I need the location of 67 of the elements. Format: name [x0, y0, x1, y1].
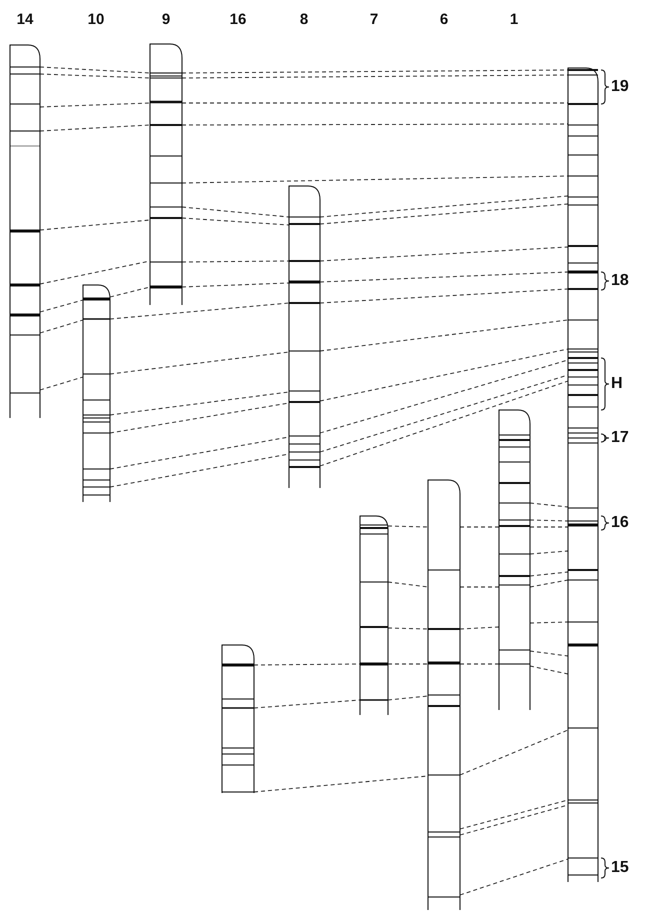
correlation-line [40, 220, 150, 230]
correlation-line [320, 204, 568, 224]
region-label: 16 [611, 514, 629, 532]
correlation-line [320, 348, 568, 402]
correlation-line [530, 526, 568, 528]
correlation-line [40, 376, 84, 390]
column-number: 6 [440, 11, 448, 29]
correlation-line [388, 696, 428, 700]
correlation-line [40, 320, 84, 334]
correlation-line [110, 402, 290, 434]
correlation-line [40, 124, 150, 132]
correlation-line [388, 582, 428, 588]
correlation-line [110, 392, 290, 416]
correlation-line [40, 300, 84, 312]
column-number: 1 [510, 11, 518, 29]
correlation-line [182, 70, 568, 74]
correlation-line [182, 124, 568, 126]
correlation-line [460, 526, 500, 528]
correlation-line [530, 622, 568, 624]
correlation-line [182, 74, 568, 78]
correlation-line [320, 246, 568, 262]
correlation-line [388, 526, 428, 528]
correlation-line [182, 260, 290, 262]
correlation-line [110, 286, 150, 298]
correlation-line [460, 730, 568, 776]
correlation-line [530, 666, 568, 674]
region-label: H [611, 375, 623, 393]
correlation-line [40, 102, 150, 108]
correlation-line [254, 700, 360, 708]
region-label: 18 [611, 272, 629, 290]
correlation-line [530, 580, 568, 588]
correlation-line [40, 66, 150, 74]
correlation-line [254, 776, 428, 792]
correlation-line [320, 320, 568, 352]
correlation-line [530, 520, 568, 522]
correlation-line [40, 74, 150, 78]
region-label: 19 [611, 78, 629, 96]
column-number: 10 [88, 11, 104, 29]
correlation-line [460, 858, 568, 896]
correlation-line [530, 550, 568, 554]
correlation-line [182, 206, 290, 218]
correlation-line [530, 502, 568, 508]
correlation-line [320, 272, 568, 282]
column-number: 14 [16, 11, 34, 29]
correlation-line [182, 218, 290, 226]
correlation-line [530, 572, 568, 576]
correlation-line [320, 196, 568, 218]
correlation-line [460, 800, 568, 830]
correlation-line [110, 352, 290, 374]
column-number: 16 [230, 11, 246, 29]
column-number: 7 [370, 11, 378, 29]
correlation-line [530, 650, 568, 656]
correlation-line [320, 380, 568, 466]
correlation-line [388, 628, 428, 630]
correlation-line [182, 102, 568, 104]
region-label: 17 [611, 429, 629, 447]
region-label: 15 [611, 859, 629, 877]
column-number: 8 [300, 11, 308, 29]
correlation-line [320, 288, 568, 304]
correlation-line [182, 282, 290, 288]
correlation-line [182, 176, 568, 184]
correlation-line [320, 360, 568, 434]
column-number: 9 [162, 11, 170, 29]
correlation-line [110, 302, 290, 320]
correlation-line [460, 626, 500, 630]
correlation-line [460, 586, 500, 588]
correlation-line [254, 664, 360, 666]
